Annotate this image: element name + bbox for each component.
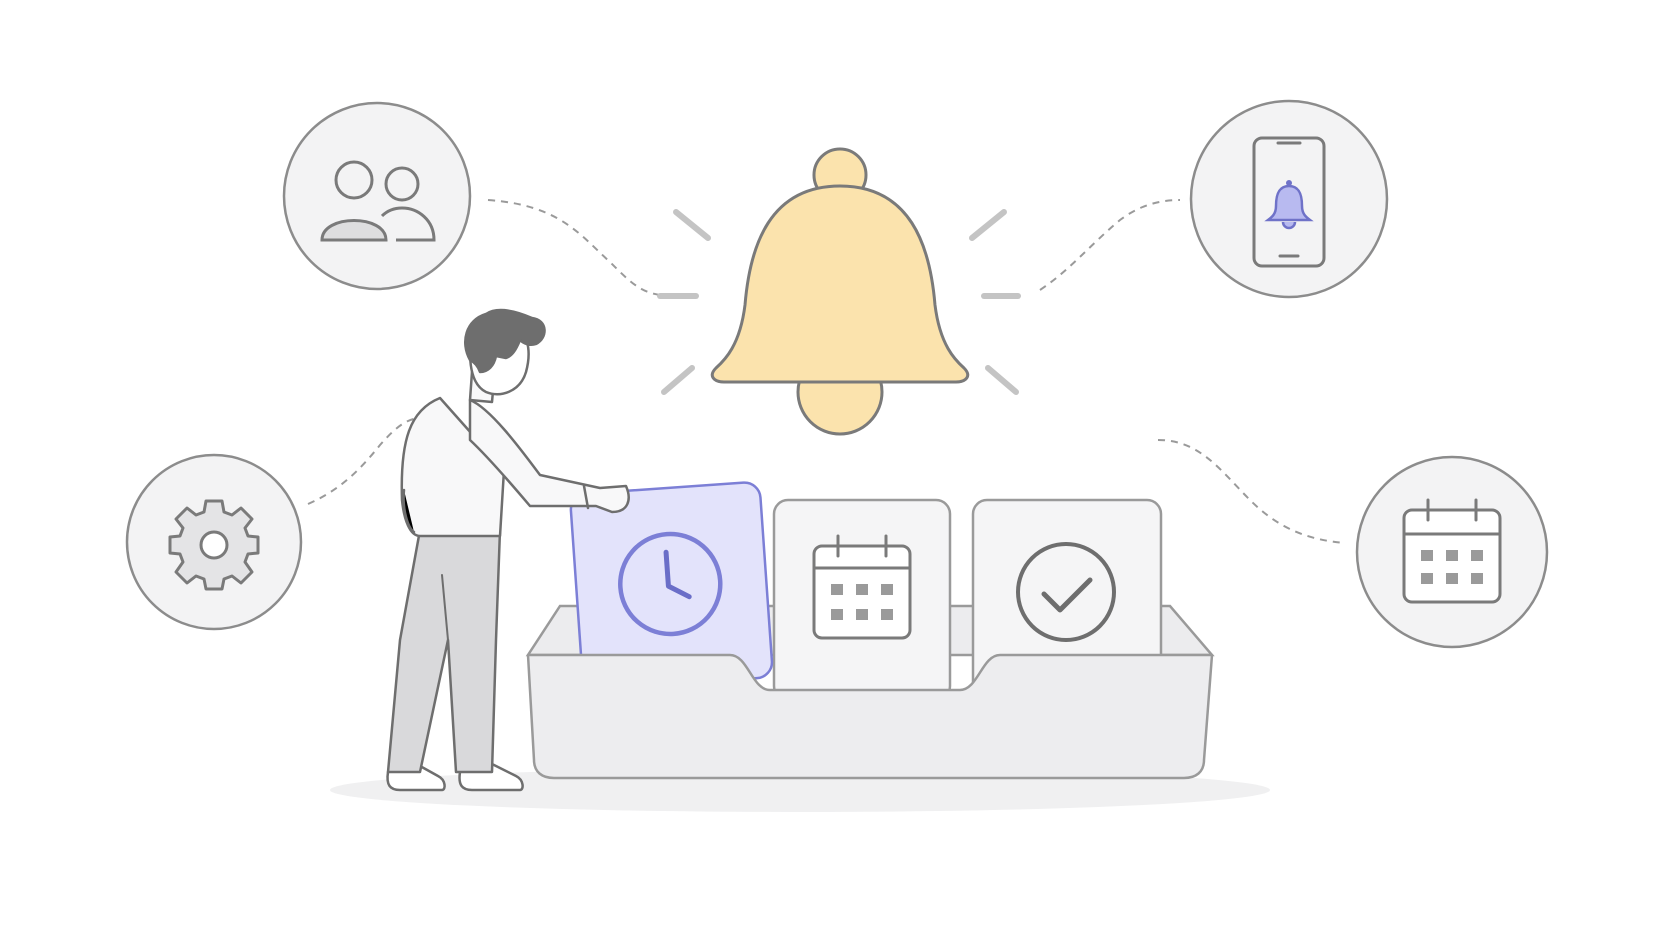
bell-rays xyxy=(657,209,1021,395)
bell-icon xyxy=(710,147,970,436)
person-figure xyxy=(386,308,630,792)
calendar-circle xyxy=(1355,455,1549,649)
card-check xyxy=(971,498,1163,702)
phone-notification-icon xyxy=(1252,136,1326,268)
calendar-icon xyxy=(1402,498,1502,604)
users-icon xyxy=(320,160,436,242)
check-circle-icon xyxy=(1016,542,1116,642)
gear-icon xyxy=(168,499,260,591)
calendar-icon xyxy=(812,534,912,640)
clock-icon xyxy=(618,531,723,637)
users-circle xyxy=(282,101,472,291)
connector-lines xyxy=(307,199,1346,544)
card-calendar xyxy=(772,498,952,702)
phone-circle xyxy=(1189,99,1389,299)
tray-front xyxy=(526,653,1214,780)
card-clock xyxy=(569,481,774,691)
gear-circle xyxy=(125,453,303,631)
